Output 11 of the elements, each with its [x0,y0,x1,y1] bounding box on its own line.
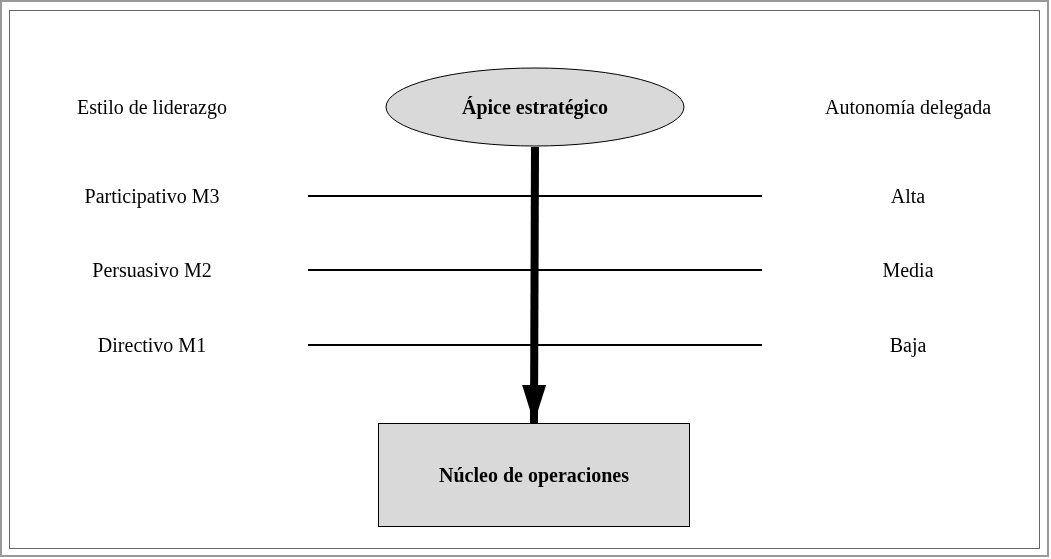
scale-label: Directivo M1 [97,333,207,357]
arrow [522,147,547,423]
scale-label: Alta [890,184,926,208]
node-label: Núcleo de operaciones [439,463,629,487]
node-label: Ápice estratégico [461,95,608,119]
column-heading: Estilo de liderazgo [77,95,227,119]
scale-label: Participativo M3 [84,184,220,208]
column-heading: Autonomía delegada [824,95,992,119]
scale-label: Persuasivo M2 [92,258,212,282]
scale-label: Baja [889,333,927,357]
scale-label: Media [882,258,934,282]
